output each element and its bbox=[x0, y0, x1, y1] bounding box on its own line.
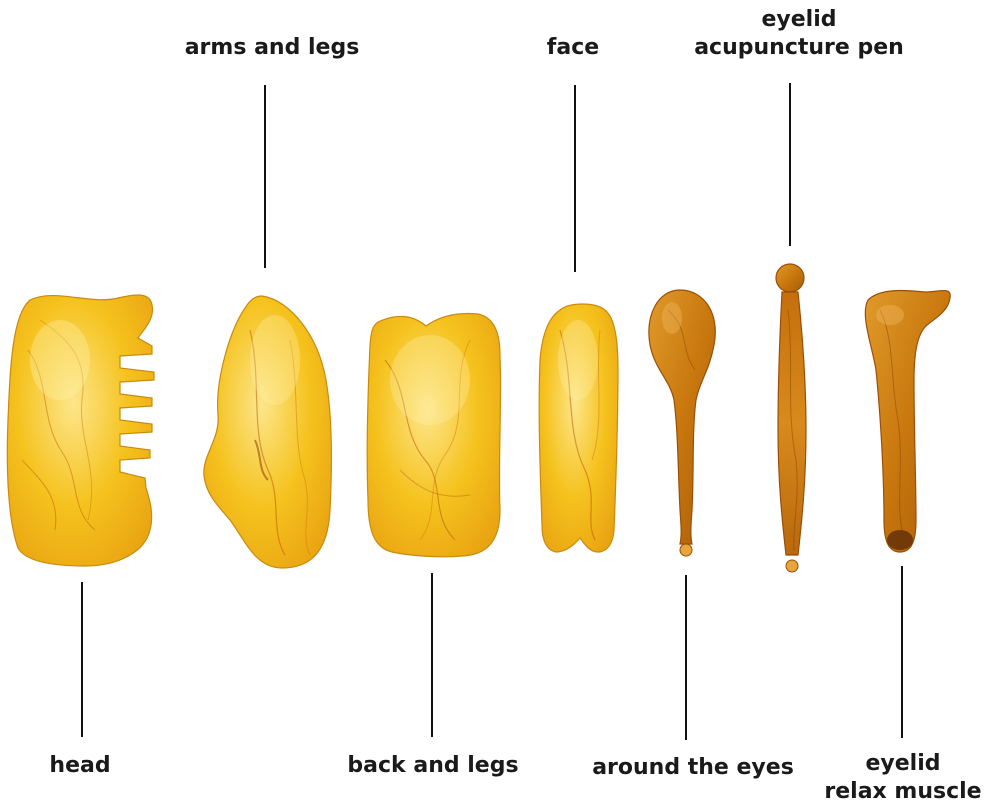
acupuncture-pen bbox=[775, 263, 807, 573]
label-face: face bbox=[546, 35, 600, 60]
label-eyelid-relax-muscle: eyelid relax muscle bbox=[824, 751, 982, 804]
label-arms-and-legs: arms and legs bbox=[184, 35, 360, 60]
eyelid-relax-tool bbox=[864, 289, 951, 553]
label-eyelid-acupuncture-pen: eyelid acupuncture pen bbox=[694, 7, 904, 60]
comb-gua-sha bbox=[6, 294, 155, 567]
face-gua-sha bbox=[538, 303, 619, 553]
square-gua-sha bbox=[366, 312, 502, 558]
wing-gua-sha bbox=[203, 295, 333, 569]
label-around-the-eyes: around the eyes bbox=[592, 755, 794, 780]
label-back-and-legs: back and legs bbox=[347, 753, 519, 778]
leader-lines bbox=[81, 83, 903, 740]
label-head: head bbox=[49, 753, 111, 778]
spoon-gua-sha bbox=[648, 289, 716, 557]
